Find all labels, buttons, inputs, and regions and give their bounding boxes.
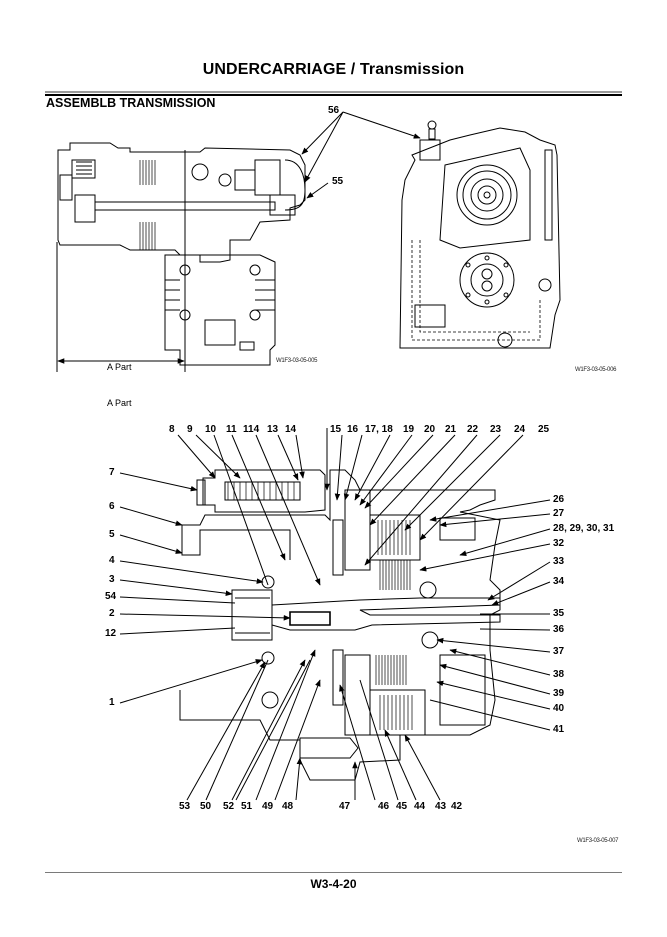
callout-16: 16 [347,424,359,435]
callout-1: 1 [109,697,115,708]
callout-15: 15 [330,424,342,435]
front-view-drawing [399,120,561,349]
callout-11: 11 [226,424,237,435]
callout-10: 10 [205,424,217,435]
callout-27: 27 [553,508,565,519]
detail-caption: A Part [107,398,132,408]
callout-28-31: 28, 29, 30, 31 [553,523,615,534]
callout-39: 39 [553,688,565,699]
callout-44: 44 [414,801,426,812]
callout-49: 49 [262,801,274,812]
callout-6: 6 [109,501,115,512]
callout-26: 26 [553,494,565,505]
side-view-drawing [56,142,306,372]
callout-41: 41 [553,724,565,735]
callout-46: 46 [378,801,390,812]
figure-code-side: W1F3-03-05-005 [276,358,318,364]
callout-20: 20 [424,424,436,435]
callout-24: 24 [514,424,526,435]
callout-32: 32 [553,538,565,549]
callout-56-55-leaders [301,111,421,199]
header-rule-grey [45,91,622,93]
callout-43: 43 [435,801,447,812]
callout-7: 7 [109,467,115,478]
callout-23: 23 [490,424,502,435]
callout-42: 42 [451,801,463,812]
callout-52: 52 [223,801,235,812]
figure-code-front: W1F3-03-05-006 [575,367,617,373]
callout-17-18: 17, 18 [365,424,393,435]
callout-8: 8 [169,424,175,435]
callout-53: 53 [179,801,191,812]
callout-45: 45 [396,801,408,812]
callout-48: 48 [282,801,294,812]
callout-51: 51 [241,801,253,812]
callout-47: 47 [339,801,351,812]
callout-5: 5 [109,529,115,540]
callout-50: 50 [200,801,212,812]
dimension-label-a-part: A Part [107,362,132,372]
callout-54: 54 [105,591,117,602]
callout-14: 14 [285,424,297,435]
callout-19: 19 [403,424,415,435]
callout-33: 33 [553,556,565,567]
callout-38: 38 [553,669,565,680]
callout-56: 56 [328,105,340,116]
callout-40: 40 [553,703,565,714]
footer-rule [45,872,622,873]
callout-37: 37 [553,646,565,657]
callout-12: 12 [105,628,117,639]
detail-drawing [179,469,501,781]
callout-2: 2 [109,608,115,619]
callout-22: 22 [467,424,479,435]
callout-34: 34 [553,576,565,587]
callout-114: 114 [243,424,260,435]
callout-55: 55 [332,176,344,187]
callout-9: 9 [187,424,193,435]
callout-35: 35 [553,608,565,619]
callout-36: 36 [553,624,565,635]
detail-leaders [119,428,551,801]
callout-3: 3 [109,574,115,585]
callout-21: 21 [445,424,457,435]
figure-code-detail: W1F3-03-05-007 [577,838,619,844]
callout-4: 4 [109,555,115,566]
page-title: UNDERCARRIAGE / Transmission [202,61,465,78]
header-rule-black [45,94,622,96]
section-title: ASSEMBLB TRANSMISSION [46,96,216,110]
callout-25: 25 [538,424,550,435]
page-number: W3-4-20 [310,877,357,891]
callout-13: 13 [267,424,279,435]
